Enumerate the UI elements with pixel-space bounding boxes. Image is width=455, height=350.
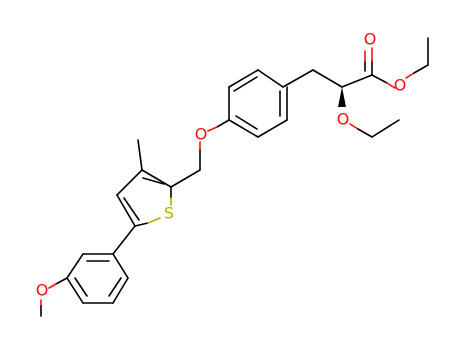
methyl-bond	[137, 139, 143, 171]
benzene-ring	[228, 69, 314, 138]
thiophene-ring	[116, 169, 172, 227]
methoxyphenyl-ring	[66, 225, 136, 304]
ester-bonds	[371, 37, 429, 89]
stereo-wedge-bond	[338, 87, 346, 107]
ethoxy-bonds	[349, 119, 400, 138]
carbonyl-double-bond	[364, 47, 373, 76]
alpha-carbon-bonds	[312, 69, 373, 88]
atom-label-phenoxy-oxygen: O	[195, 125, 208, 144]
phenoxy-bonds	[170, 119, 230, 188]
atom-label-ethoxy-oxygen: O	[337, 110, 350, 129]
atom-label-methoxy-oxygen: O	[36, 281, 49, 300]
atom-label-thiophene-sulfur: S	[164, 204, 174, 223]
methoxy-bonds	[40, 277, 68, 317]
atom-label-ester-oxygen: O	[394, 76, 407, 95]
atom-label-carbonyl-oxygen: O	[364, 30, 377, 49]
